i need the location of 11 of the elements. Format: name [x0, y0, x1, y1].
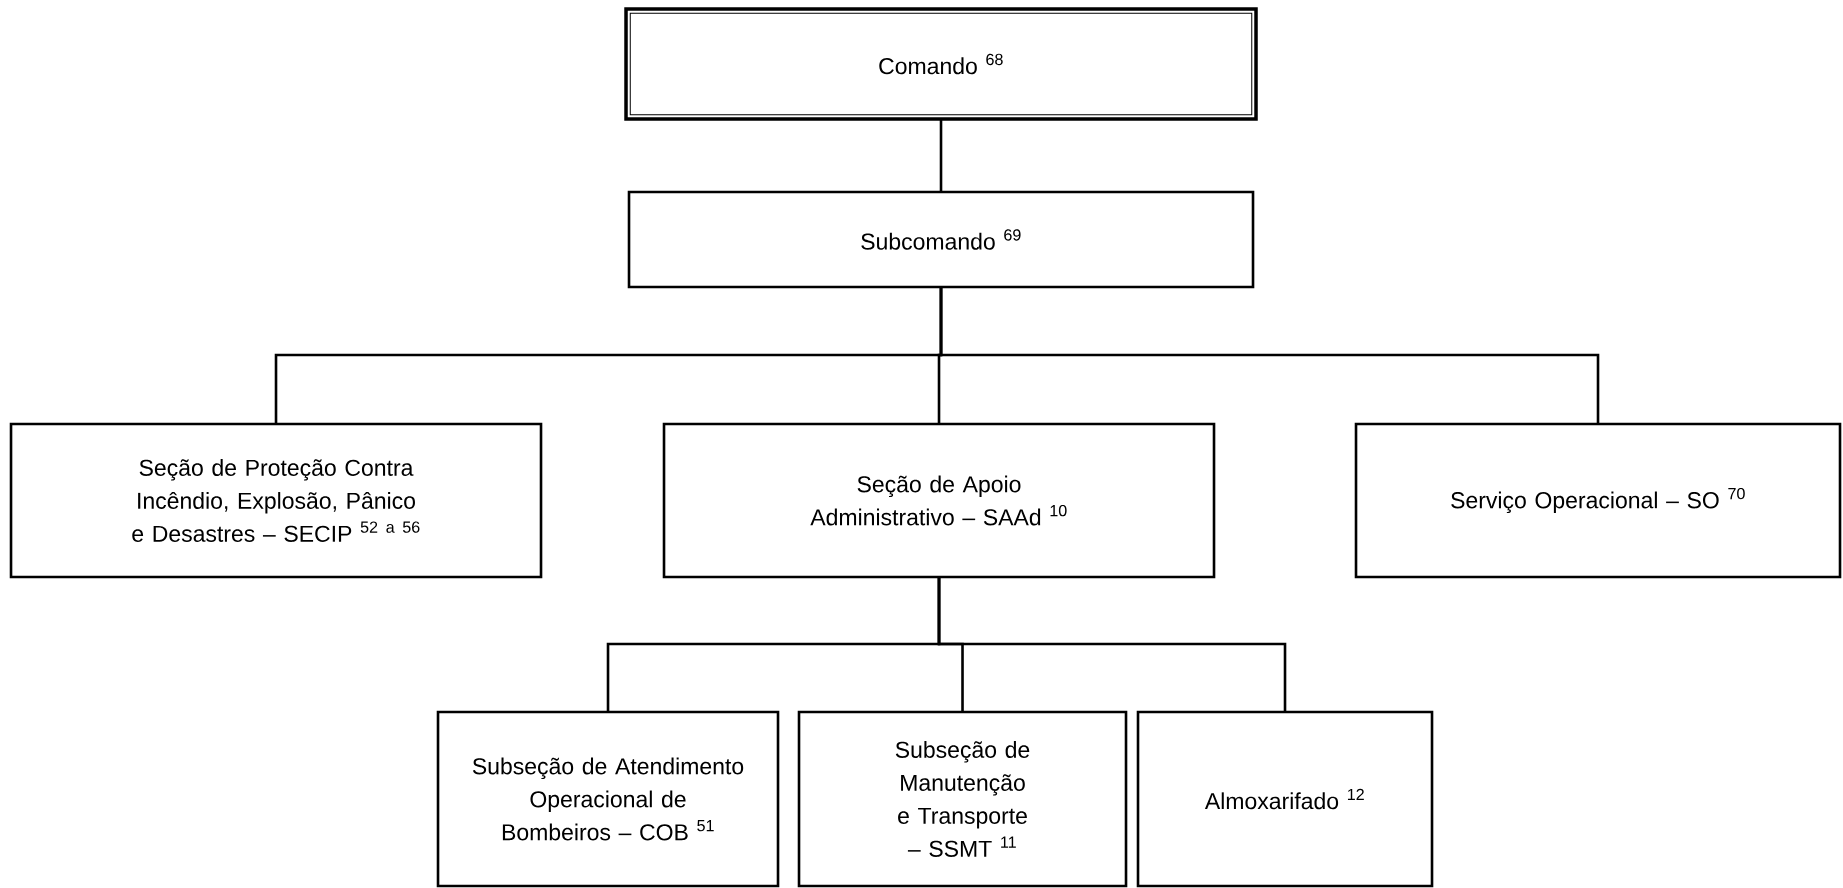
unit-box: Subcomando $^{69}$ — [627, 190, 1255, 289]
unit-box: Seção de Apoio Administrativo – SAAd $^{10}$ — [662, 422, 1216, 579]
unit-box: Almoxarifado $^{12}$ — [1136, 710, 1434, 888]
unit-box: Serviço Operacional – SO $^{70}$ — [1354, 422, 1842, 579]
unit-box: Subseção de Manutenção e Transporte – SSMT $^{11}$ — [797, 710, 1128, 888]
unit-box: Seção de Proteção Contra Incêndio, Explosão, Pânico e Desastres – SECIP $^{52 a 56}$ — [9, 422, 543, 579]
connector-line — [939, 286, 1600, 424]
connector-line — [939, 119, 943, 192]
connector-line — [937, 577, 1287, 712]
command-box: Comando $^{68}$ — [624, 7, 1258, 121]
unit-box: Subseção de Atendimento Operacional de Bombeiros – COB $^{51}$ — [436, 710, 780, 888]
